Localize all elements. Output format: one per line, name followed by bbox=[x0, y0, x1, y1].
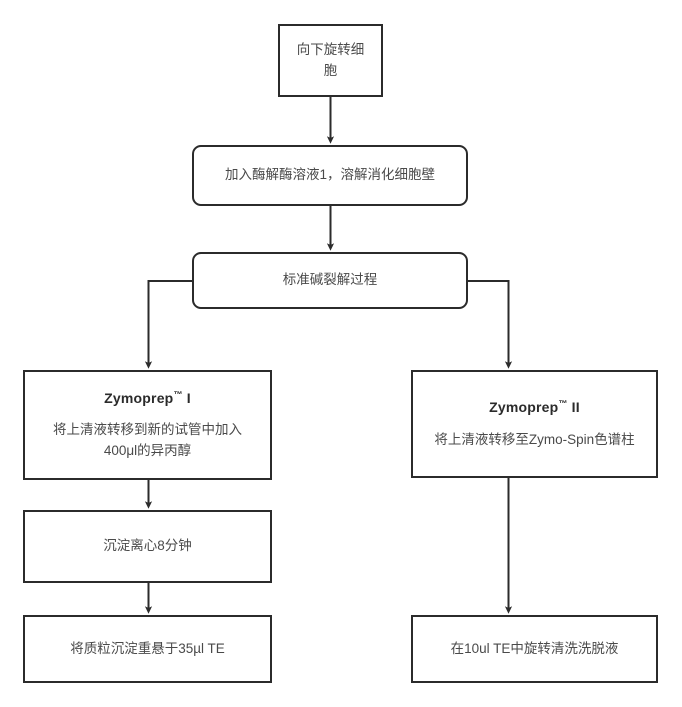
node-title-text: Zymoprep bbox=[104, 389, 174, 406]
node-spin-down-cells[interactable]: 向下旋转细胞 bbox=[278, 24, 383, 97]
node-label: 标准碱裂解过程 bbox=[282, 272, 378, 288]
node-title: Zymoprep™ I bbox=[104, 388, 191, 410]
edge-n3-n5 bbox=[468, 280, 513, 369]
node-label: 加入酶解酶溶液1，溶解消化细胞壁 bbox=[224, 167, 435, 183]
node-label: 沉淀离心8分钟 bbox=[103, 538, 192, 554]
node-alkaline-lysis[interactable]: 标准碱裂解过程 bbox=[192, 252, 468, 309]
trademark-symbol: ™ bbox=[558, 398, 568, 409]
node-label: 在10ul TE中旋转清洗洗脱液 bbox=[450, 640, 619, 656]
node-label: 将上清液转移至Zymo-Spin色谱柱 bbox=[434, 431, 635, 447]
node-label: 将质粒沉淀重悬于35µl TE bbox=[70, 640, 225, 656]
node-precipitate-centrifuge[interactable]: 沉淀离心8分钟 bbox=[23, 510, 272, 583]
node-label: 将上清液转移到新的试管中加入400μl的异丙醇 bbox=[53, 422, 242, 459]
node-title-suffix: II bbox=[567, 399, 580, 416]
node-resuspend-plasmid[interactable]: 将质粒沉淀重悬于35µl TE bbox=[23, 615, 272, 683]
node-zymoprep-two[interactable]: Zymoprep™ II 将上清液转移至Zymo-Spin色谱柱 bbox=[411, 370, 658, 478]
edge-n3-n4 bbox=[144, 280, 192, 369]
node-wash-elute[interactable]: 在10ul TE中旋转清洗洗脱液 bbox=[411, 615, 658, 683]
node-title-suffix: I bbox=[182, 389, 191, 406]
node-add-zymolyase[interactable]: 加入酶解酶溶液1，溶解消化细胞壁 bbox=[192, 145, 468, 206]
trademark-symbol: ™ bbox=[173, 389, 183, 400]
node-title: Zymoprep™ II bbox=[489, 397, 580, 419]
node-label: 向下旋转细胞 bbox=[296, 41, 365, 78]
node-zymoprep-one[interactable]: Zymoprep™ I 将上清液转移到新的试管中加入400μl的异丙醇 bbox=[23, 370, 272, 480]
node-title-text: Zymoprep bbox=[489, 399, 559, 416]
